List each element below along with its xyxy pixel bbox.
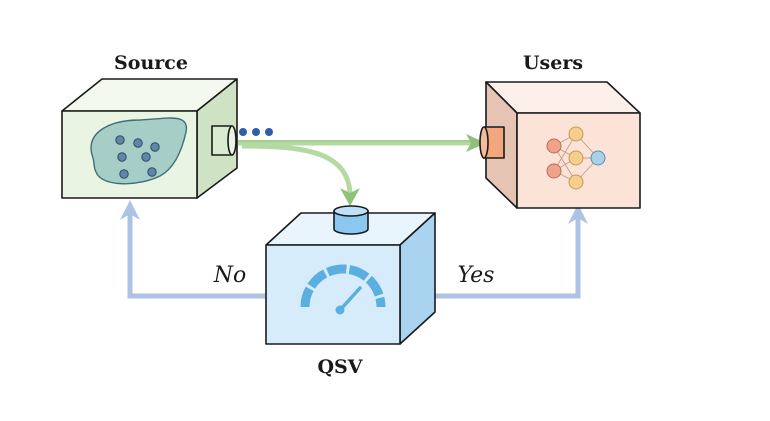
source-title: Source bbox=[114, 52, 188, 74]
no-arrow bbox=[120, 200, 266, 299]
source-output-port bbox=[211, 125, 237, 156]
ellipsis-icon bbox=[239, 128, 273, 136]
users-box: Users bbox=[479, 52, 641, 209]
users-title: Users bbox=[523, 52, 583, 74]
scatter-blob-icon bbox=[90, 117, 187, 185]
qsv-front-face bbox=[265, 244, 401, 345]
qsv-input-port bbox=[333, 205, 369, 235]
no-label: No bbox=[213, 263, 247, 288]
speedometer-gauge-icon bbox=[300, 264, 386, 315]
source-to-qsv-arrow bbox=[241, 143, 360, 206]
yes-label: Yes bbox=[458, 263, 495, 288]
yes-arrow bbox=[435, 204, 588, 299]
source-to-users-arrow bbox=[238, 134, 486, 152]
qsv-box: QSV bbox=[265, 205, 436, 378]
qsv-title: QSV bbox=[317, 356, 363, 378]
neural-network-icon bbox=[546, 126, 606, 190]
source-box: Source bbox=[61, 52, 273, 199]
users-input-port bbox=[479, 126, 505, 159]
